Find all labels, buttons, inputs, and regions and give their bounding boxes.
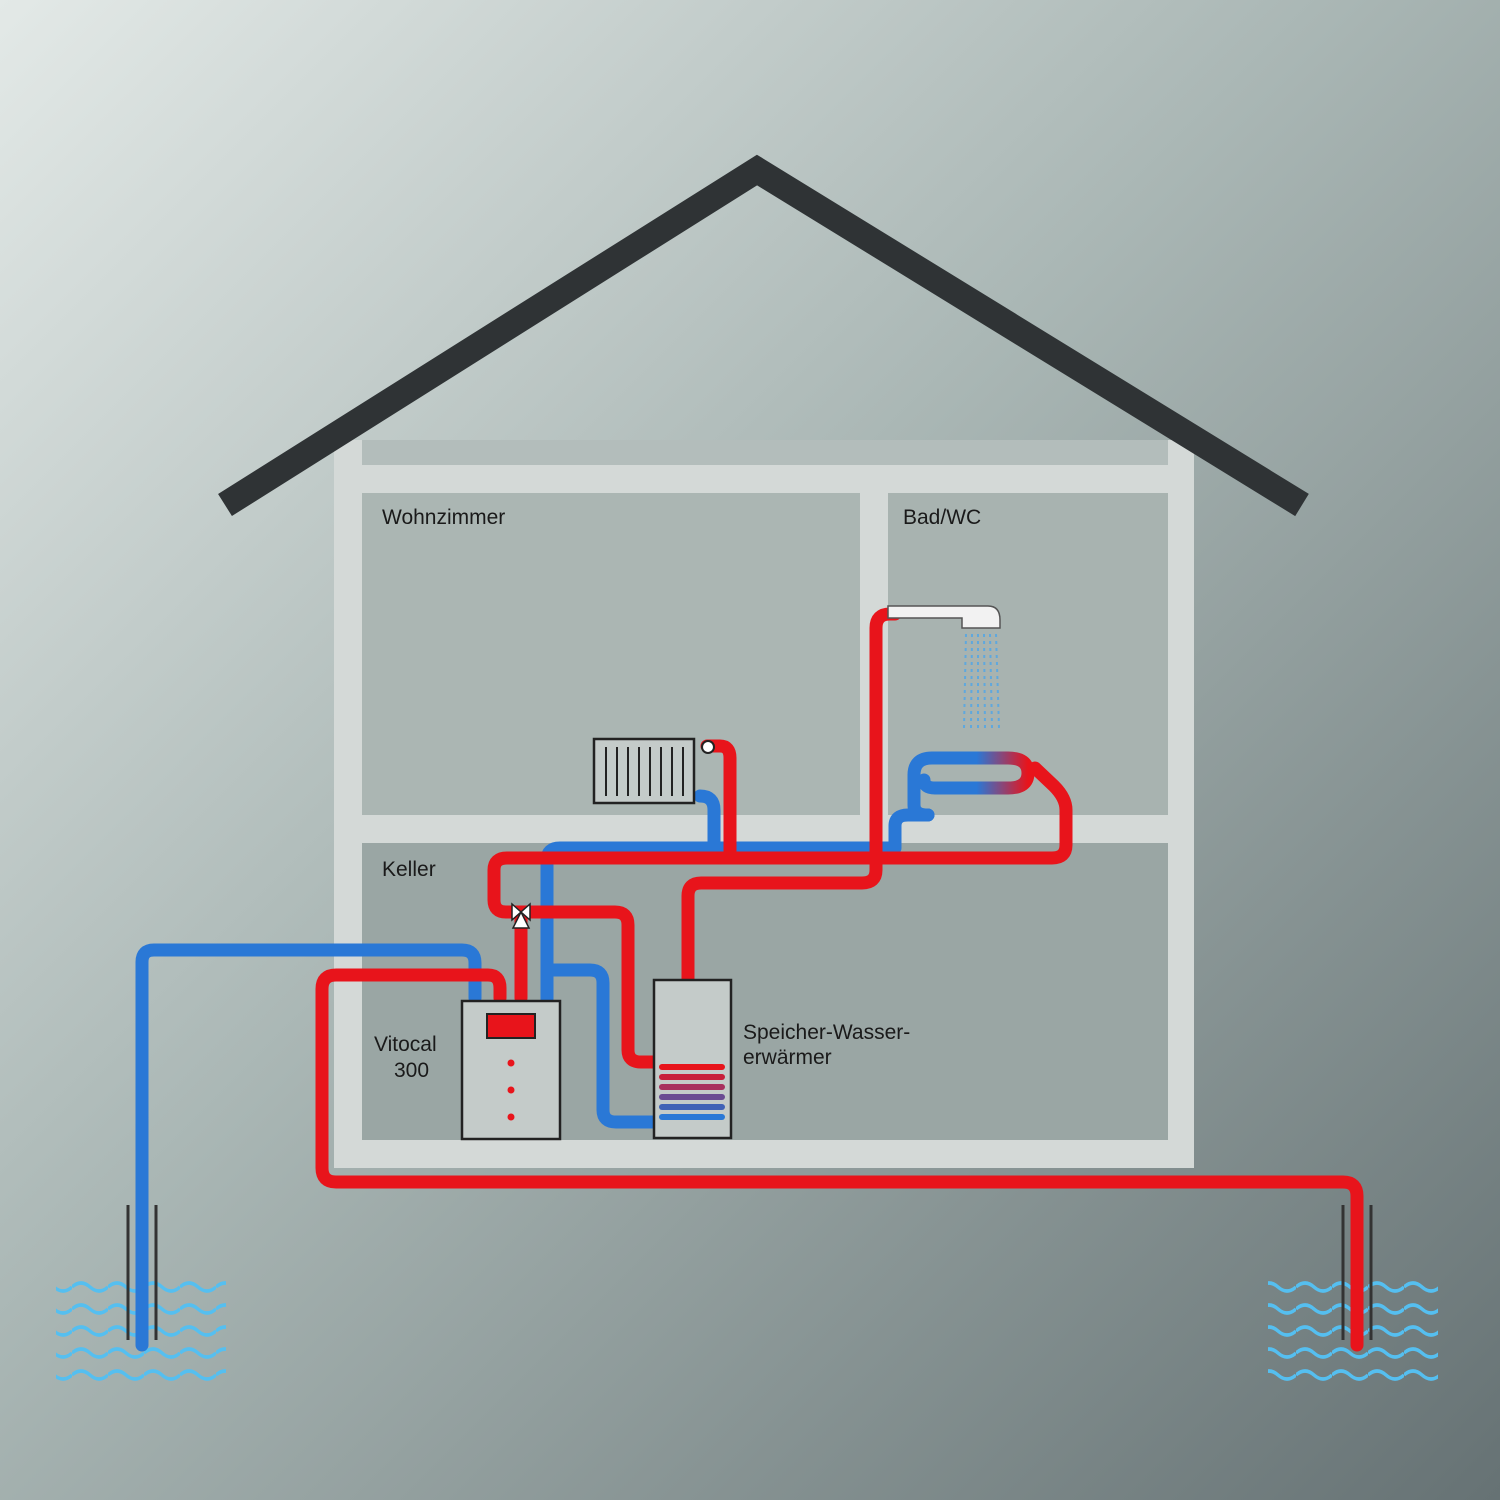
hot-pipe-valve-loop [487,851,729,919]
cold-pipe-radiator-return [693,789,721,855]
attic [362,440,1168,465]
heat-pump-label-line2: 300 [394,1059,429,1082]
shower-icon [887,605,1001,729]
tank-label-line2: erwärmer [743,1046,832,1069]
hot-pipe-floor-supply [715,761,1073,865]
hot-pipe-shower-supply [681,607,902,987]
room-label-keller: Keller [382,858,436,881]
heat-pump-unit [460,999,562,1141]
radiator-valve-icon [701,740,715,754]
room-label-bad-wc: Bad/WC [903,506,981,529]
cold-pipe-floor-return [871,808,935,855]
heat-pump-display [486,1013,536,1039]
hot-pipe-to-well [315,968,1364,1352]
underfloor-heating-coil [907,751,1035,822]
hot-pipe-radiator-supply [700,739,737,865]
tank-label-line1: Speicher-Wasser- [743,1021,910,1044]
roof [218,154,1309,517]
cold-pipe-well-supply [135,943,482,1352]
heat-pump-label-line1: Vitocal [374,1033,437,1056]
well-pipe [126,1205,1373,1340]
radiator-icon [592,737,715,805]
cold-pipe-tank-return [540,963,667,1129]
room-label-wohnzimmer: Wohnzimmer [382,506,505,529]
valve-icon [511,902,531,929]
hot-pipe-tank-supply [514,905,667,1069]
water-tank [652,978,733,1140]
